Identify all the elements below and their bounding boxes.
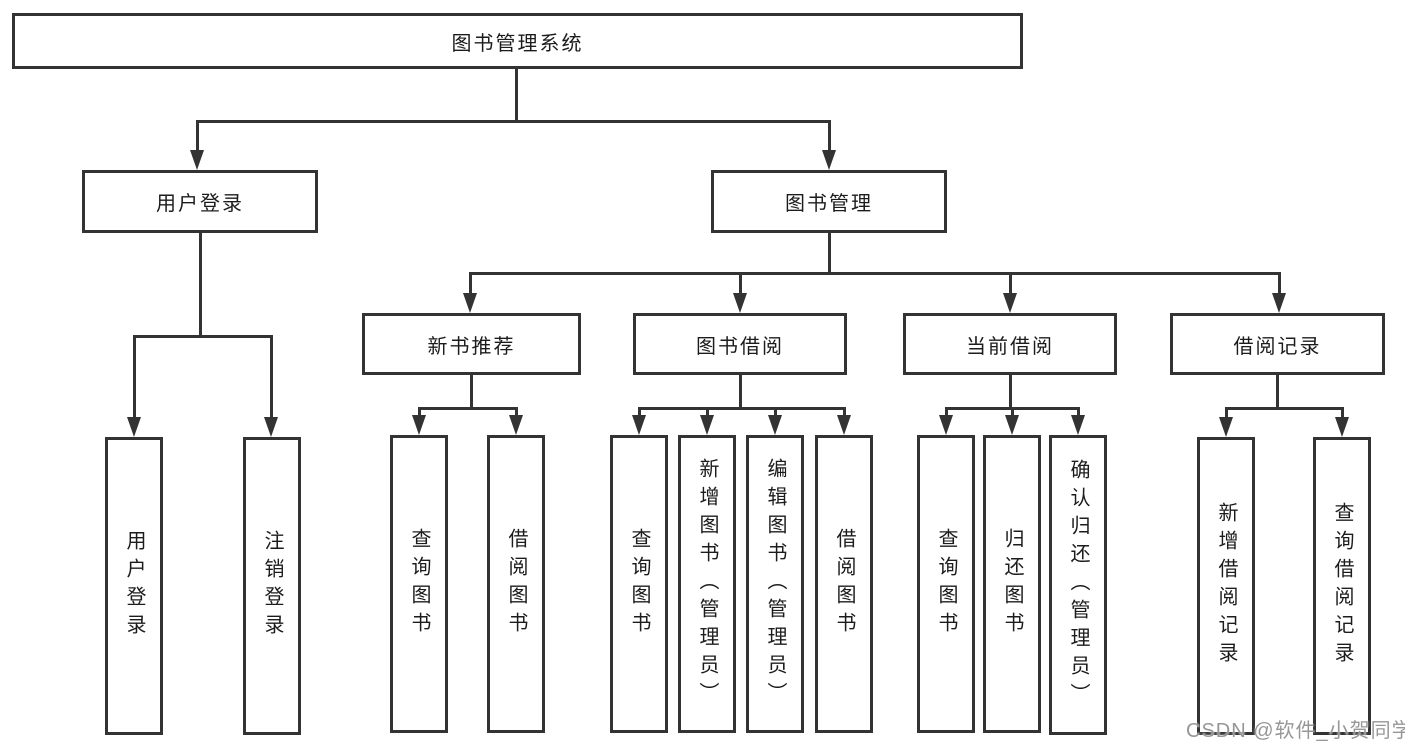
leaf-query-borrow-record: 查询借阅记录	[1313, 437, 1371, 735]
connector-line	[945, 407, 948, 417]
connector-line	[739, 375, 742, 409]
connector-line	[1077, 407, 1080, 417]
arrow-down-icon	[768, 415, 782, 435]
leaf-logout-label: 注销登录	[261, 530, 283, 642]
leaf-return-books-label: 归还图书	[1001, 528, 1023, 640]
connector-line	[1225, 407, 1228, 419]
connector-line	[133, 335, 273, 338]
leaf-borrow-books: 借阅图书	[815, 435, 873, 733]
node-root-label: 图书管理系统	[451, 32, 584, 55]
node-new-book-recommend: 新书推荐	[362, 313, 581, 375]
node-user-login: 用户登录	[82, 170, 318, 233]
node-new-book-recommend-label: 新书推荐	[427, 335, 516, 358]
leaf-query-books-current-label: 查询图书	[935, 528, 957, 640]
connector-line	[1011, 407, 1014, 417]
connector-line	[774, 407, 777, 417]
connector-line	[828, 120, 831, 152]
connector-line	[638, 407, 641, 417]
leaf-query-books-recommend-label: 查询图书	[408, 528, 430, 640]
arrow-down-icon	[1071, 415, 1085, 435]
leaf-query-borrow-record-label: 查询借阅记录	[1331, 502, 1353, 670]
connector-line	[470, 375, 473, 409]
connector-line	[196, 120, 199, 152]
leaf-borrow-books-recommend: 借阅图书	[487, 435, 545, 733]
leaf-confirm-return-admin-label: 确认归还（管理员）	[1067, 459, 1089, 711]
node-book-management-label: 图书管理	[785, 193, 873, 215]
node-root: 图书管理系统	[12, 13, 1023, 69]
connector-line	[1225, 407, 1344, 410]
connector-line	[706, 407, 709, 417]
arrow-down-icon	[700, 415, 714, 435]
leaf-user-login: 用户登录	[105, 437, 163, 735]
arrow-down-icon	[463, 293, 477, 313]
connector-line	[638, 407, 846, 410]
connector-line	[418, 407, 421, 417]
connector-line	[418, 407, 518, 410]
arrow-down-icon	[509, 415, 523, 435]
node-borrow-records-label: 借阅记录	[1233, 335, 1322, 358]
connector-line	[1341, 407, 1344, 419]
arrow-down-icon	[1272, 293, 1286, 313]
connector-line	[739, 272, 742, 293]
connector-line	[1009, 272, 1012, 293]
connector-line	[843, 407, 846, 417]
node-current-borrow-label: 当前借阅	[966, 335, 1054, 358]
arrow-down-icon	[1003, 293, 1017, 313]
node-book-borrow: 图书借阅	[633, 313, 847, 375]
leaf-logout: 注销登录	[243, 437, 301, 735]
arrow-down-icon	[822, 150, 836, 170]
arrow-down-icon	[939, 415, 953, 435]
arrow-down-icon	[1335, 417, 1349, 437]
node-borrow-records: 借阅记录	[1170, 313, 1385, 375]
node-current-borrow: 当前借阅	[903, 313, 1117, 375]
leaf-add-borrow-record: 新增借阅记录	[1197, 437, 1255, 735]
connector-line	[1276, 375, 1279, 409]
connector-line	[469, 272, 1281, 275]
leaf-return-books: 归还图书	[983, 435, 1041, 733]
node-book-management: 图书管理	[711, 170, 947, 233]
connector-line	[199, 233, 202, 337]
arrow-down-icon	[632, 415, 646, 435]
leaf-add-book-admin: 新增图书（管理员）	[678, 435, 736, 733]
node-user-login-label: 用户登录	[156, 193, 244, 215]
leaf-query-books-borrow-label: 查询图书	[628, 528, 650, 640]
connector-line	[1278, 272, 1281, 293]
leaf-borrow-books-recommend-label: 借阅图书	[505, 528, 527, 640]
leaf-edit-book-admin-label: 编辑图书（管理员）	[764, 458, 786, 710]
leaf-query-books-recommend: 查询图书	[390, 435, 448, 733]
leaf-edit-book-admin: 编辑图书（管理员）	[746, 435, 804, 733]
arrow-down-icon	[264, 417, 278, 437]
connector-line	[1009, 375, 1012, 409]
leaf-add-book-admin-label: 新增图书（管理员）	[696, 458, 718, 710]
arrow-down-icon	[1005, 415, 1019, 435]
arrow-down-icon	[190, 150, 204, 170]
leaf-query-books-borrow: 查询图书	[610, 435, 668, 733]
node-book-borrow-label: 图书借阅	[696, 335, 784, 358]
leaf-confirm-return-admin: 确认归还（管理员）	[1049, 435, 1107, 735]
arrow-down-icon	[1219, 417, 1233, 437]
leaf-query-books-current: 查询图书	[917, 435, 975, 733]
arrow-down-icon	[412, 415, 426, 435]
connector-line	[196, 120, 830, 123]
leaf-user-login-label: 用户登录	[123, 530, 145, 642]
connector-line	[828, 233, 831, 274]
csdn-watermark: CSDN @软件_小贺同学	[1186, 720, 1405, 742]
arrow-down-icon	[837, 415, 851, 435]
connector-line	[515, 407, 518, 417]
connector-line	[270, 335, 273, 417]
arrow-down-icon	[127, 417, 141, 437]
connector-line	[469, 272, 472, 293]
connector-line	[515, 69, 518, 122]
arrow-down-icon	[733, 293, 747, 313]
leaf-add-borrow-record-label: 新增借阅记录	[1215, 502, 1237, 670]
leaf-borrow-books-label: 借阅图书	[833, 528, 855, 640]
connector-line	[133, 335, 136, 417]
